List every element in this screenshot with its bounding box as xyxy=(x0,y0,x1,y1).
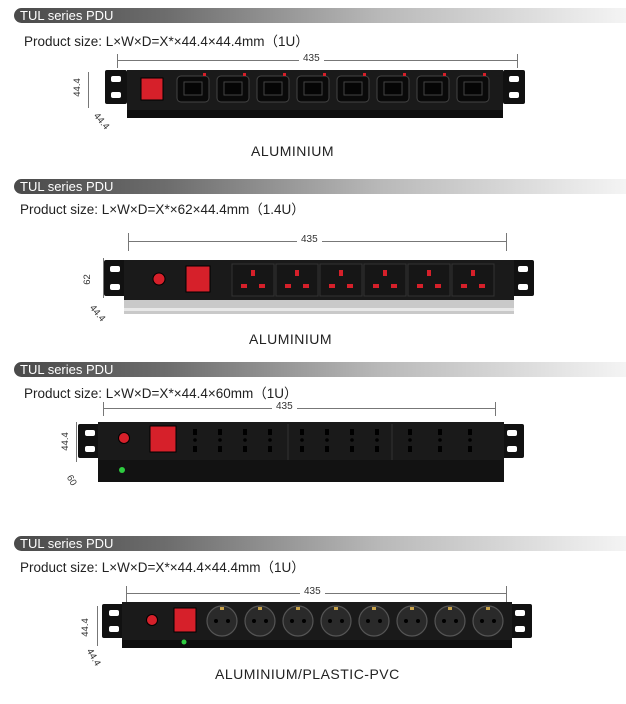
dimension-tick xyxy=(495,402,496,416)
product-size-text: Product size: L×W×D=X*×44.4×44.4mm（1U） xyxy=(24,34,309,49)
pdu-section-2: TUL series PDU Product size: L×W×D=X*×62… xyxy=(0,178,626,358)
pdu-section-4: TUL series PDU Product size: L×W×D=X*×44… xyxy=(0,536,626,704)
section-header: TUL series PDU xyxy=(14,536,626,551)
dimension-tick xyxy=(506,586,507,602)
height-dimension-label: 44.4 xyxy=(71,78,83,97)
section-header: TUL series PDU xyxy=(14,362,626,377)
product-size-text: Product size: L×W×D=X*×44.4×60mm（1U） xyxy=(24,386,298,401)
section-header: TUL series PDU xyxy=(14,8,626,23)
dimension-tick xyxy=(103,402,104,416)
material-label: ALUMINIUM xyxy=(249,331,333,347)
height-dimension-line xyxy=(97,606,98,646)
width-dimension-label: 435 xyxy=(272,401,297,412)
height-dimension-label: 44.4 xyxy=(79,618,91,637)
depth-dimension-label: 60 xyxy=(63,473,79,488)
section-header-title: TUL series PDU xyxy=(20,179,114,194)
height-dimension-line xyxy=(76,422,77,462)
width-dimension-label: 435 xyxy=(297,234,322,245)
depth-dimension-label: 44.4 xyxy=(83,646,103,669)
pdu-image xyxy=(78,422,524,482)
section-header-title: TUL series PDU xyxy=(20,362,114,377)
dimension-tick xyxy=(128,233,129,251)
dimension-tick xyxy=(126,586,127,602)
material-label: ALUMINIUM/PLASTIC-PVC xyxy=(215,666,400,682)
dimension-tick xyxy=(506,233,507,251)
dimension-tick xyxy=(517,54,518,68)
width-dimension-label: 435 xyxy=(299,53,324,64)
product-size-text: Product size: L×W×D=X*×44.4×44.4mm（1U） xyxy=(20,560,305,575)
section-header-title: TUL series PDU xyxy=(20,536,114,551)
product-size-text: Product size: L×W×D=X*×62×44.4mm（1.4U） xyxy=(20,202,305,217)
pdu-section-1: TUL series PDU Product size: L×W×D=X*×44… xyxy=(0,0,626,170)
pdu-image xyxy=(104,260,534,314)
width-dimension-line xyxy=(103,408,495,409)
dimension-tick xyxy=(117,54,118,68)
pdu-image xyxy=(102,602,532,648)
pdu-section-3: TUL series PDU Product size: L×W×D=X*×44… xyxy=(0,362,626,532)
height-dimension-label: 62 xyxy=(81,274,93,285)
width-dimension-label: 435 xyxy=(300,586,325,597)
height-dimension-line xyxy=(103,258,104,298)
height-dimension-line xyxy=(88,72,89,108)
pdu-image xyxy=(105,70,525,118)
material-label: ALUMINIUM xyxy=(251,143,335,159)
section-header-title: TUL series PDU xyxy=(20,8,114,23)
section-header: TUL series PDU xyxy=(14,179,626,194)
height-dimension-label: 44.4 xyxy=(59,432,71,451)
